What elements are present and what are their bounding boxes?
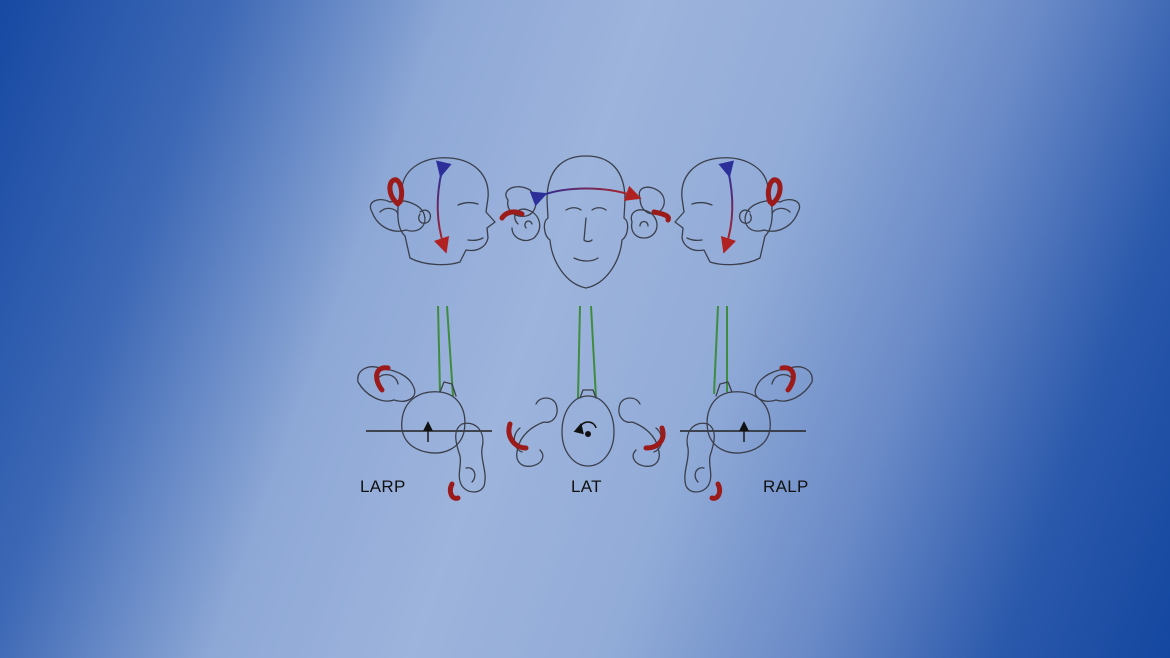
- right-head-profile: [674, 157, 801, 266]
- gaze-lines: [437, 305, 728, 399]
- lat-top-view: [506, 389, 666, 467]
- larp-label: LARP: [360, 477, 406, 496]
- center-head-frontal: [499, 155, 671, 289]
- lat-label: LAT: [571, 477, 602, 496]
- center-left-inner-ear: [499, 186, 541, 242]
- larp-top-view: [357, 365, 492, 501]
- left-inner-ear: [369, 177, 432, 232]
- ralp-top-view: [680, 365, 813, 501]
- ralp-label: RALP: [763, 477, 809, 496]
- left-head-profile: [369, 157, 496, 266]
- right-inner-ear: [738, 177, 801, 232]
- center-right-inner-ear: [630, 186, 671, 239]
